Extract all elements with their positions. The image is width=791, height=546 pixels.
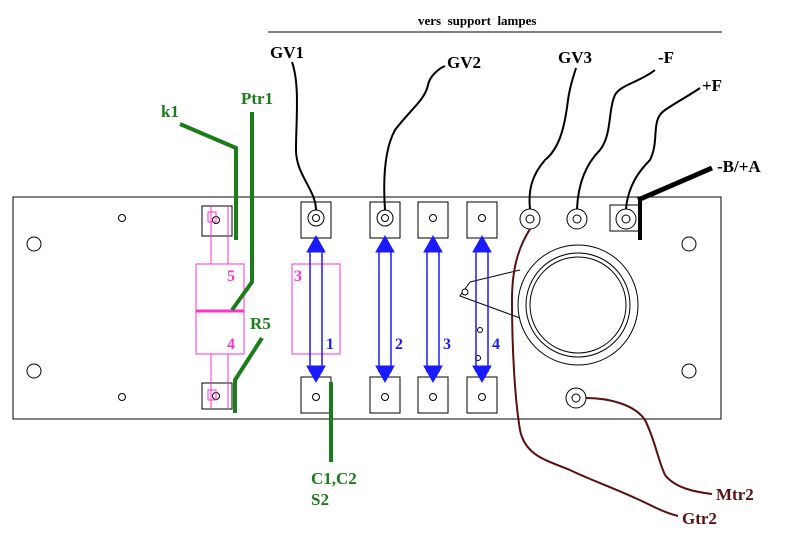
magenta-component bbox=[195, 206, 245, 408]
tube-number-3: 3 bbox=[443, 336, 451, 353]
stud-b4 bbox=[478, 393, 486, 401]
wire-minus-f bbox=[576, 69, 656, 210]
wire-gv2 bbox=[383, 65, 446, 211]
transformer-bracket bbox=[459, 269, 521, 361]
header-text: vers support lampes bbox=[418, 13, 536, 28]
label-minus-b-plus-a: -B/+A bbox=[717, 157, 761, 176]
black-wires bbox=[291, 61, 701, 211]
green-wires bbox=[179, 112, 333, 462]
stud-b2 bbox=[381, 393, 389, 401]
blue-tubes bbox=[306, 234, 492, 384]
round-transformer bbox=[517, 244, 639, 366]
stud-t4 bbox=[478, 214, 486, 222]
hole-left-bottom bbox=[26, 363, 42, 379]
label-minus-f: -F bbox=[658, 48, 674, 67]
label-r5: R5 bbox=[250, 314, 271, 333]
wire-ptr1 bbox=[230, 112, 254, 312]
wire-gv3 bbox=[528, 67, 577, 210]
small-hole-1 bbox=[118, 214, 126, 222]
wire-mtr2 bbox=[585, 397, 713, 495]
label-mtr2: Mtr2 bbox=[716, 485, 754, 504]
hole-left-top bbox=[26, 236, 42, 252]
tube-number-4: 4 bbox=[492, 336, 500, 353]
label-s2: S2 bbox=[311, 490, 329, 509]
stud-t3 bbox=[429, 214, 437, 222]
brown-wires bbox=[510, 228, 713, 517]
label-gv1: GV1 bbox=[270, 43, 304, 62]
wire-r5 bbox=[233, 336, 264, 413]
label-ptr1: Ptr1 bbox=[241, 89, 273, 108]
wire-minus-b-plus-a bbox=[637, 165, 713, 203]
magenta-number-bottom: 4 bbox=[227, 336, 235, 353]
label-c1c2: C1,C2 bbox=[311, 469, 357, 488]
label-gv2: GV2 bbox=[447, 53, 481, 72]
tube-number-1: 1 bbox=[326, 336, 334, 353]
wire-k1 bbox=[179, 122, 238, 240]
label-gtr2: Gtr2 bbox=[682, 509, 717, 528]
stud-b3 bbox=[429, 393, 437, 401]
tube-number-2: 2 bbox=[395, 336, 403, 353]
magenta-sleeve bbox=[291, 263, 341, 355]
wire-gtr2 bbox=[510, 228, 679, 517]
wire-gv1 bbox=[291, 61, 317, 211]
sleeve-number: 3 bbox=[294, 268, 302, 285]
label-k1: k1 bbox=[161, 102, 179, 121]
wire-plus-f bbox=[625, 87, 701, 210]
mounting-holes bbox=[26, 214, 697, 401]
magenta-number-top: 5 bbox=[227, 268, 235, 285]
small-hole-2 bbox=[118, 393, 126, 401]
stud-c1c2 bbox=[312, 393, 320, 401]
label-gv3: GV3 bbox=[558, 48, 592, 67]
hole-right-bottom bbox=[681, 363, 697, 379]
hole-right-top bbox=[681, 236, 697, 252]
label-plus-f: +F bbox=[702, 76, 722, 95]
